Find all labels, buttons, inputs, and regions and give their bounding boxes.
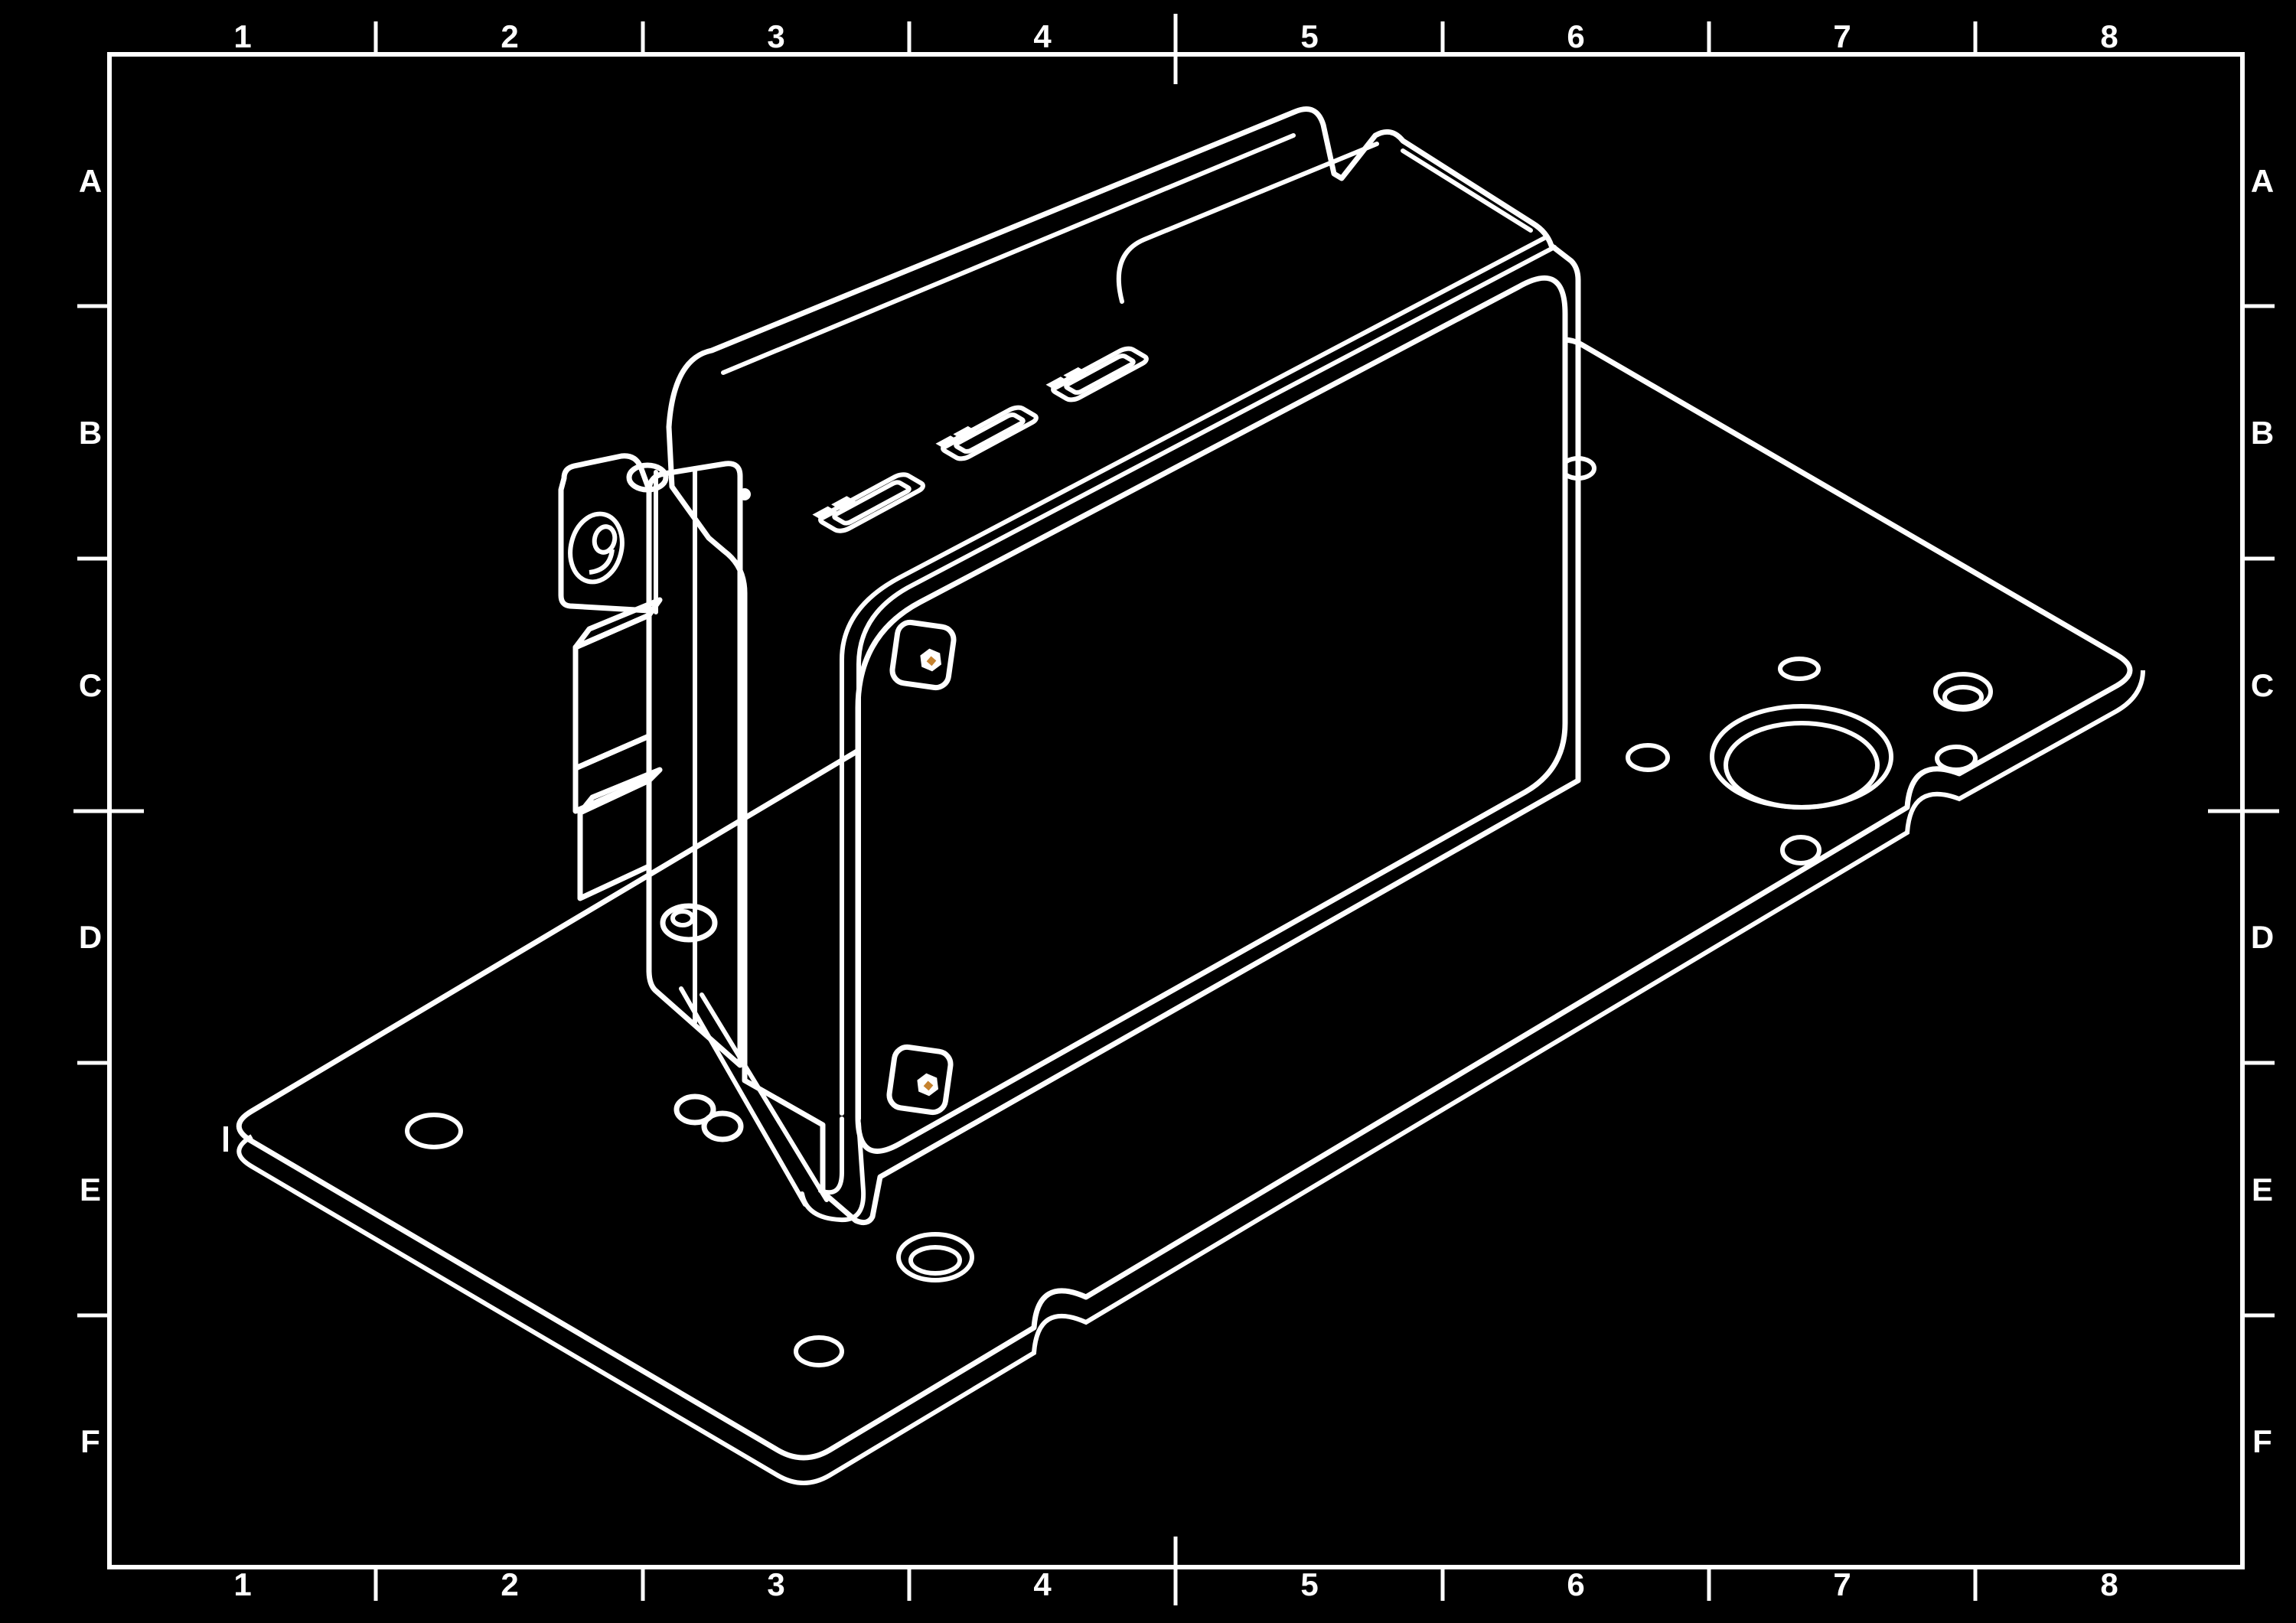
- bracket-left-column: [558, 453, 743, 1068]
- large-center-hole-chamfer: [1724, 721, 1880, 810]
- lip-seam-inner: [856, 245, 1557, 1121]
- zone-label: C: [79, 667, 102, 703]
- plate-hole-front-small: [794, 1335, 844, 1367]
- zone-label: 4: [1033, 18, 1052, 54]
- zone-label: 5: [1300, 18, 1318, 54]
- head-counterbore-hole: [568, 511, 625, 585]
- zone-label: 5: [1300, 1566, 1318, 1602]
- zone-label: C: [2251, 667, 2274, 703]
- bracket-blue-body: [666, 106, 1581, 1226]
- zone-label: F: [2252, 1423, 2272, 1459]
- zone-label: 8: [2100, 18, 2118, 54]
- lip-seam-outer: [840, 235, 1548, 1116]
- plate-hole-counterbore: [896, 1232, 974, 1282]
- cluster-hole-top: [1778, 657, 1821, 681]
- plate-hole-left: [405, 1113, 463, 1149]
- isometric-model: [223, 106, 2145, 1485]
- zone-label: 6: [1567, 1566, 1584, 1602]
- drawing-frame: 1 2 3 4 5 6 7 8 1 2 3 4 5 6 7 8 A B C D …: [73, 14, 2279, 1605]
- panel-ridge-seam-right: [1401, 148, 1533, 233]
- connector-port-1: [813, 471, 927, 533]
- zone-label: 7: [1833, 18, 1851, 54]
- cluster-hole-bottom: [1780, 835, 1821, 865]
- zone-label: 3: [767, 18, 784, 54]
- column-head-plate: [558, 453, 652, 614]
- connector-ports: [813, 345, 1150, 533]
- zone-label: D: [79, 919, 102, 955]
- zone-label: F: [80, 1423, 100, 1459]
- bracket-seam-lines: [721, 133, 1557, 1121]
- bracket-back-panel: [666, 106, 1581, 1226]
- zone-label: 2: [501, 1566, 518, 1602]
- panel-roof-seam: [721, 133, 1296, 375]
- zone-label: E: [80, 1172, 101, 1207]
- zone-label: 3: [767, 1566, 784, 1602]
- cluster-hole-left: [1626, 743, 1670, 772]
- zone-label: 8: [2100, 1566, 2118, 1602]
- top-zone-ticks: [373, 14, 1978, 84]
- zone-label: 7: [1833, 1566, 1851, 1602]
- zone-label: 4: [1033, 1566, 1052, 1602]
- left-zone-ticks: [73, 304, 144, 1318]
- zone-label: 2: [501, 18, 518, 54]
- mounting-hole-cluster: [1626, 657, 1993, 865]
- connector-port-2: [936, 404, 1039, 461]
- hex-standoff-upper: [889, 619, 957, 691]
- zone-label: 6: [1567, 18, 1584, 54]
- connector-block-3: [577, 777, 652, 901]
- zone-label: B: [79, 415, 102, 451]
- zone-label: D: [2251, 919, 2274, 955]
- column-mid-boss: [660, 903, 718, 943]
- panel-ridge-seam: [1116, 142, 1379, 304]
- right-zone-ticks: [2208, 304, 2279, 1318]
- hex-standoff-lower: [886, 1044, 954, 1116]
- foot-inner: [818, 1116, 844, 1195]
- zone-label: E: [2252, 1172, 2273, 1207]
- cluster-hole-top-right: [1933, 672, 1993, 712]
- foot-bosses: [673, 1093, 744, 1142]
- base-plate-thickness-edges: [223, 670, 2145, 1485]
- left-zone-labels: A B C D E F: [79, 163, 102, 1459]
- right-zone-labels: A B C D E F: [2251, 163, 2274, 1459]
- enclosure-front-face: [855, 275, 1568, 1154]
- hex-standoffs: [886, 619, 957, 1116]
- zone-label: 1: [233, 1566, 251, 1602]
- zone-label: A: [2251, 163, 2274, 199]
- bracket-support-strut: [673, 986, 866, 1223]
- head-boss-cylinder: [626, 462, 669, 493]
- zone-label: A: [79, 163, 102, 199]
- top-zone-labels: 1 2 3 4 5 6 7 8: [233, 18, 2118, 54]
- cluster-hole-right: [1935, 745, 1978, 772]
- zone-label: 1: [233, 18, 251, 54]
- connector-port-3: [1046, 345, 1150, 402]
- bottom-zone-labels: 1 2 3 4 5 6 7 8: [233, 1566, 2118, 1602]
- bottom-zone-ticks: [373, 1537, 1978, 1605]
- foot-outline: [800, 1121, 866, 1223]
- zone-label: B: [2251, 415, 2274, 451]
